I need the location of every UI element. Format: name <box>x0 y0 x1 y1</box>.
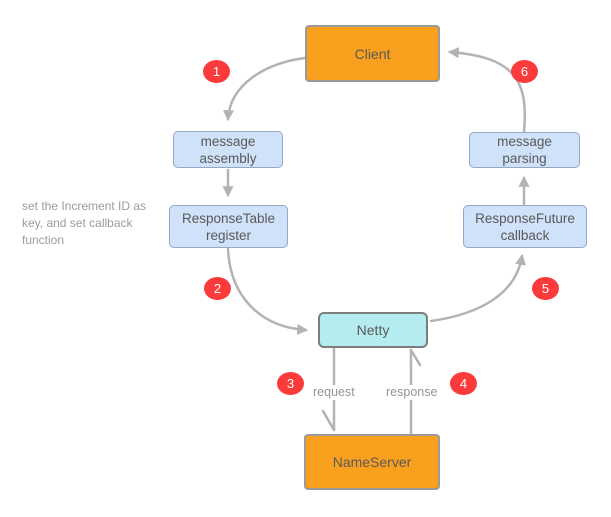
response-arrow-barb <box>409 348 422 367</box>
node-responsetable-register: ResponseTable register <box>169 205 288 248</box>
request-arrow-barb <box>321 409 336 432</box>
increment-id-note: set the Increment ID as key, and set cal… <box>22 199 147 247</box>
edge-netty-to-callback <box>429 253 527 323</box>
step-badge-5: 5 <box>532 277 559 300</box>
step-badge-1: 1 <box>203 60 230 83</box>
node-netty: Netty <box>318 312 428 348</box>
request-edge-label: request <box>311 385 357 400</box>
step-badge-6: 6 <box>511 60 538 83</box>
node-nameserver: NameServer <box>304 434 440 490</box>
node-responsefuture-callback: ResponseFuture callback <box>463 205 587 248</box>
step-badge-4: 4 <box>450 372 477 395</box>
node-message-parsing: message parsing <box>469 132 580 168</box>
step-badge-3: 3 <box>277 372 304 395</box>
node-message-assembly: message assembly <box>173 131 283 168</box>
node-client: Client <box>305 25 440 82</box>
response-edge-label: response <box>384 385 440 400</box>
edge-client-to-assembly <box>223 56 307 122</box>
edge-register-to-netty <box>226 247 309 335</box>
step-badge-2: 2 <box>204 277 231 300</box>
